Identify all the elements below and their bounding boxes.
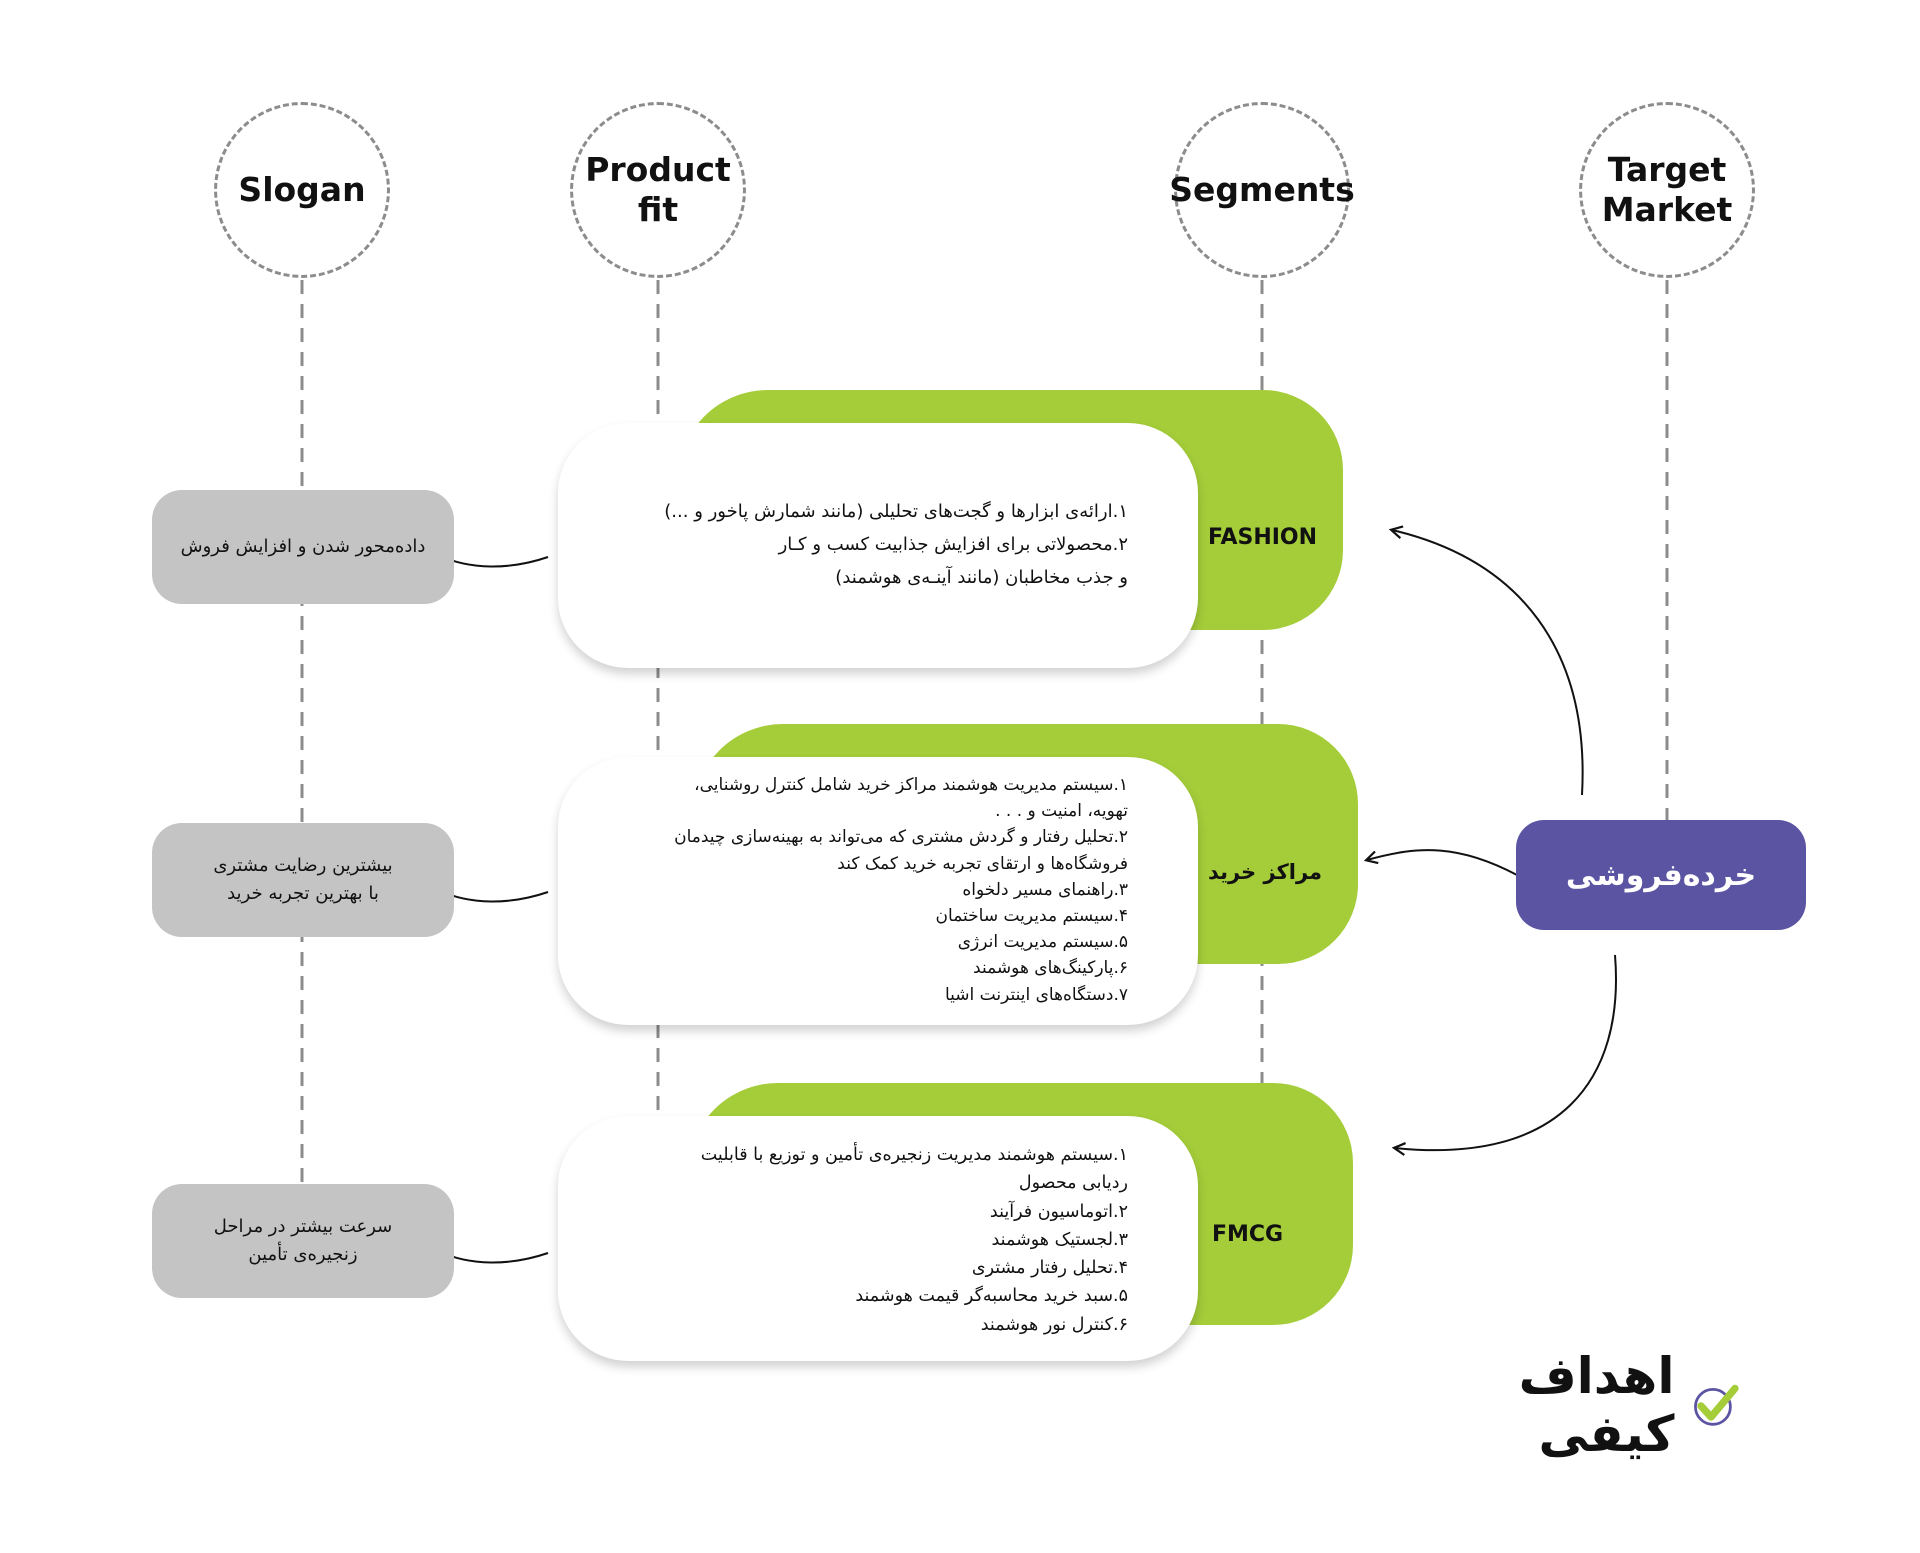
page-title: اهداف کیفی: [1390, 1347, 1740, 1463]
list-item: ۲.تحلیل رفتار و گردش مشتری که می‌تواند ب…: [674, 827, 1128, 848]
arrow-retail-to-fmcg: [1395, 954, 1617, 1150]
list-item: ۲.محصولاتی برای افزایش جذابیت کسب و کـار: [778, 534, 1128, 555]
list-item: ۱.سیستم مدیریت هوشمند مراکز خرید شامل کن…: [694, 775, 1128, 795]
arrow-card2-to-slogan2: [438, 890, 549, 903]
segment-fashion-label: FASHION: [1207, 525, 1318, 550]
list-item: ۷.دستگاه‌های اینترنت اشیا: [944, 984, 1128, 1005]
list-item: ۳.راهنمای مسیر دلخواه: [962, 879, 1128, 900]
list-item: ۱.ارائه‌ی ابزارها و گجت‌های تحلیلی (مانن…: [664, 501, 1128, 522]
check-icon: [1693, 1384, 1739, 1426]
header-segments: Segments: [1169, 102, 1355, 278]
list-item: ۱.سیستم هوشمند مدیریت زنجیره‌ی تأمین و ت…: [700, 1145, 1128, 1165]
list-item: ۲.اتوماسیون فرآیند: [989, 1201, 1128, 1222]
segment-fashion-items: ۱.ارائه‌ی ابزارها و گجت‌های تحلیلی (مانن…: [664, 495, 1128, 594]
arrow-retail-to-malls: [1367, 849, 1518, 876]
list-item: فروشگاه‌ها و ارتقای تجربه خرید کمک کند: [837, 853, 1128, 874]
list-item: ۵.سیستم مدیریت انرژی: [957, 932, 1128, 953]
arrow-retail-to-fashion: [1392, 530, 1584, 796]
list-item: ۳.لجستیک هوشمند: [991, 1229, 1128, 1250]
list-item: ردیابی محصول: [1018, 1173, 1128, 1194]
header-slogan: Slogan: [214, 102, 390, 278]
target-market-retail: خرده‌فروشی: [1516, 820, 1806, 930]
segment-malls-items: ۱.سیستم مدیریت هوشمند مراکز خرید شامل کن…: [674, 772, 1128, 1008]
list-item: ۶.پارکینگ‌های هوشمند: [973, 958, 1128, 979]
list-item: ۶.کنترل نور هوشمند: [980, 1314, 1128, 1335]
segment-fashion-card: [558, 423, 1198, 668]
header-product-fit: Product fit: [570, 102, 746, 278]
arrow-card1-to-slogan1: [438, 555, 549, 568]
list-item: ۴.تحلیل رفتار مشتری: [971, 1258, 1128, 1279]
arrow-card3-to-slogan3: [438, 1251, 549, 1264]
list-item: ۴.سیستم مدیریت ساختمان: [935, 906, 1128, 927]
segment-fmcg-label: FMCG: [1211, 1222, 1284, 1247]
list-item: ۵.سبد خرید محاسبه‌گر قیمت هوشمند: [855, 1286, 1128, 1307]
segment-fmcg-card: [558, 1116, 1198, 1361]
segment-malls-card: [558, 757, 1198, 1025]
segment-fmcg-items: ۱.سیستم هوشمند مدیریت زنجیره‌ی تأمین و ت…: [701, 1141, 1128, 1339]
slogan-fashion: داده‌محور شدن و افزایش فروش: [152, 490, 454, 604]
slogan-malls: بیشترین رضایت مشتری با بهترین تجربه خرید: [152, 823, 454, 937]
page-title-text: اهداف کیفی: [1518, 1347, 1675, 1463]
header-target-market: Target Market: [1579, 102, 1755, 278]
list-item: و جذب مخاطبان (مانند آینـه‌ی هوشمند): [835, 567, 1128, 588]
segment-malls-label: مراکز خرید: [1207, 860, 1323, 884]
list-item: تهویه، امنیت و . . .: [995, 801, 1128, 822]
slogan-fmcg: سرعت بیشتر در مراحل زنجیره‌ی تأمین: [152, 1184, 454, 1298]
